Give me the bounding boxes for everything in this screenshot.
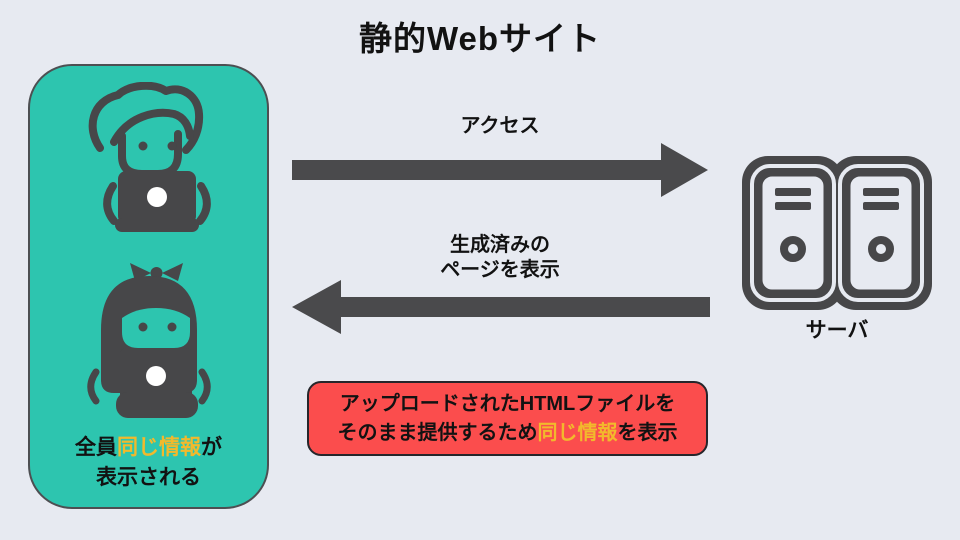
caption-text: が [201,436,222,460]
person-with-laptop-icon [88,82,211,232]
response-label-line1: 生成済みの [450,234,550,256]
girl-with-laptop-icon [86,263,211,418]
server-label: サーバ [805,319,869,342]
note-text: そのまま提供するため [337,421,538,444]
response-arrow-label: 生成済みの ページを表示 [292,233,708,283]
response-label-line2: ページを表示 [440,259,560,281]
users-panel: 全員同じ情報が 表示される [28,64,269,509]
note-line1: アップロードされたHTMLファイルを [339,392,676,415]
note-text: を表示 [617,421,678,444]
users-caption-line2: 表示される [96,466,201,490]
users-caption: 全員同じ情報が 表示される [30,433,267,493]
arrow-right-icon [292,143,708,197]
caption-text: 全員 [75,436,117,460]
arrow-left-icon [292,280,710,334]
note-highlight: 同じ情報 [537,421,618,444]
server-towers-icon [742,156,932,310]
request-arrow-label: アクセス [460,115,540,137]
page-title: 静的Webサイト [358,20,602,57]
note-line2: そのまま提供するため同じ情報を表示 [309,419,706,448]
caption-highlight: 同じ情報 [117,436,201,460]
users-caption-line1: 全員同じ情報が [30,433,267,463]
note-box: アップロードされたHTMLファイルを そのまま提供するため同じ情報を表示 [307,381,708,456]
